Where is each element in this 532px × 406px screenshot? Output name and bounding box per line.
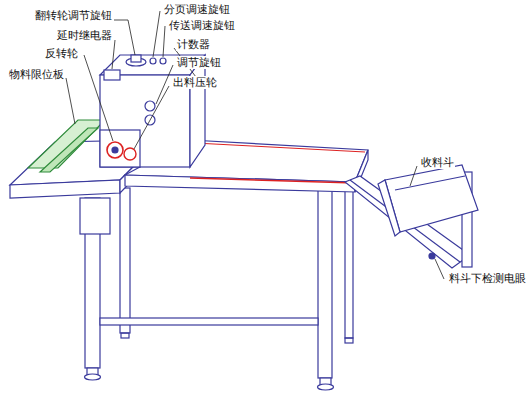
leader-line xyxy=(66,78,75,124)
part-label: 传送调速旋钮 xyxy=(168,19,236,32)
reverse-wheel xyxy=(107,142,123,158)
part-label: 分页调速旋钮 xyxy=(163,3,231,16)
leg xyxy=(120,188,130,333)
adjust-knob xyxy=(145,101,155,111)
leader-line xyxy=(114,20,135,55)
part-label: 反转轮 xyxy=(44,47,79,60)
leg xyxy=(345,188,353,338)
conveyor-side xyxy=(125,175,355,192)
leader-line xyxy=(410,166,417,186)
part-label: 翻转轮调节旋钮 xyxy=(34,9,113,22)
cross-bar xyxy=(100,318,318,325)
leader-line xyxy=(134,86,169,149)
output-pinch-roller xyxy=(124,148,136,160)
material-limit-plate xyxy=(28,120,105,168)
foot xyxy=(345,338,353,343)
collection-hopper xyxy=(378,180,400,236)
infeed-table-edge xyxy=(10,180,120,198)
delay-relay xyxy=(104,70,120,80)
reverse-wheel xyxy=(112,147,118,153)
leader-lines xyxy=(66,11,444,279)
leader-line xyxy=(435,259,444,279)
hopper-line xyxy=(395,176,465,190)
leg xyxy=(318,190,332,378)
foot xyxy=(121,333,129,338)
leader-line xyxy=(153,11,160,57)
paging-speed-knob xyxy=(150,58,156,64)
part-label: 计数器 xyxy=(176,38,211,51)
part-label: 延时继电器 xyxy=(56,29,113,42)
collection-hopper xyxy=(385,165,478,232)
conveyor-belt xyxy=(190,178,355,183)
conveyor-belt xyxy=(195,143,365,152)
foot xyxy=(318,384,334,390)
leader-line xyxy=(163,26,165,57)
foot xyxy=(85,374,101,380)
detection-eye xyxy=(429,253,435,259)
conveyor-speed-knob xyxy=(160,58,166,64)
material-limit-plate xyxy=(40,128,98,172)
leg-box xyxy=(80,198,110,234)
part-label: 出料压轮 xyxy=(172,76,218,89)
flip-wheel-knob xyxy=(131,55,141,62)
part-label: 物料限位板 xyxy=(8,68,65,81)
leader-line xyxy=(112,40,115,69)
part-label: 收料斗 xyxy=(420,156,455,169)
leader-line xyxy=(84,55,113,141)
part-label: 调节旋钮 xyxy=(176,56,222,69)
part-label: 料斗下检测电眼 xyxy=(448,272,527,285)
leader-line xyxy=(156,65,173,104)
